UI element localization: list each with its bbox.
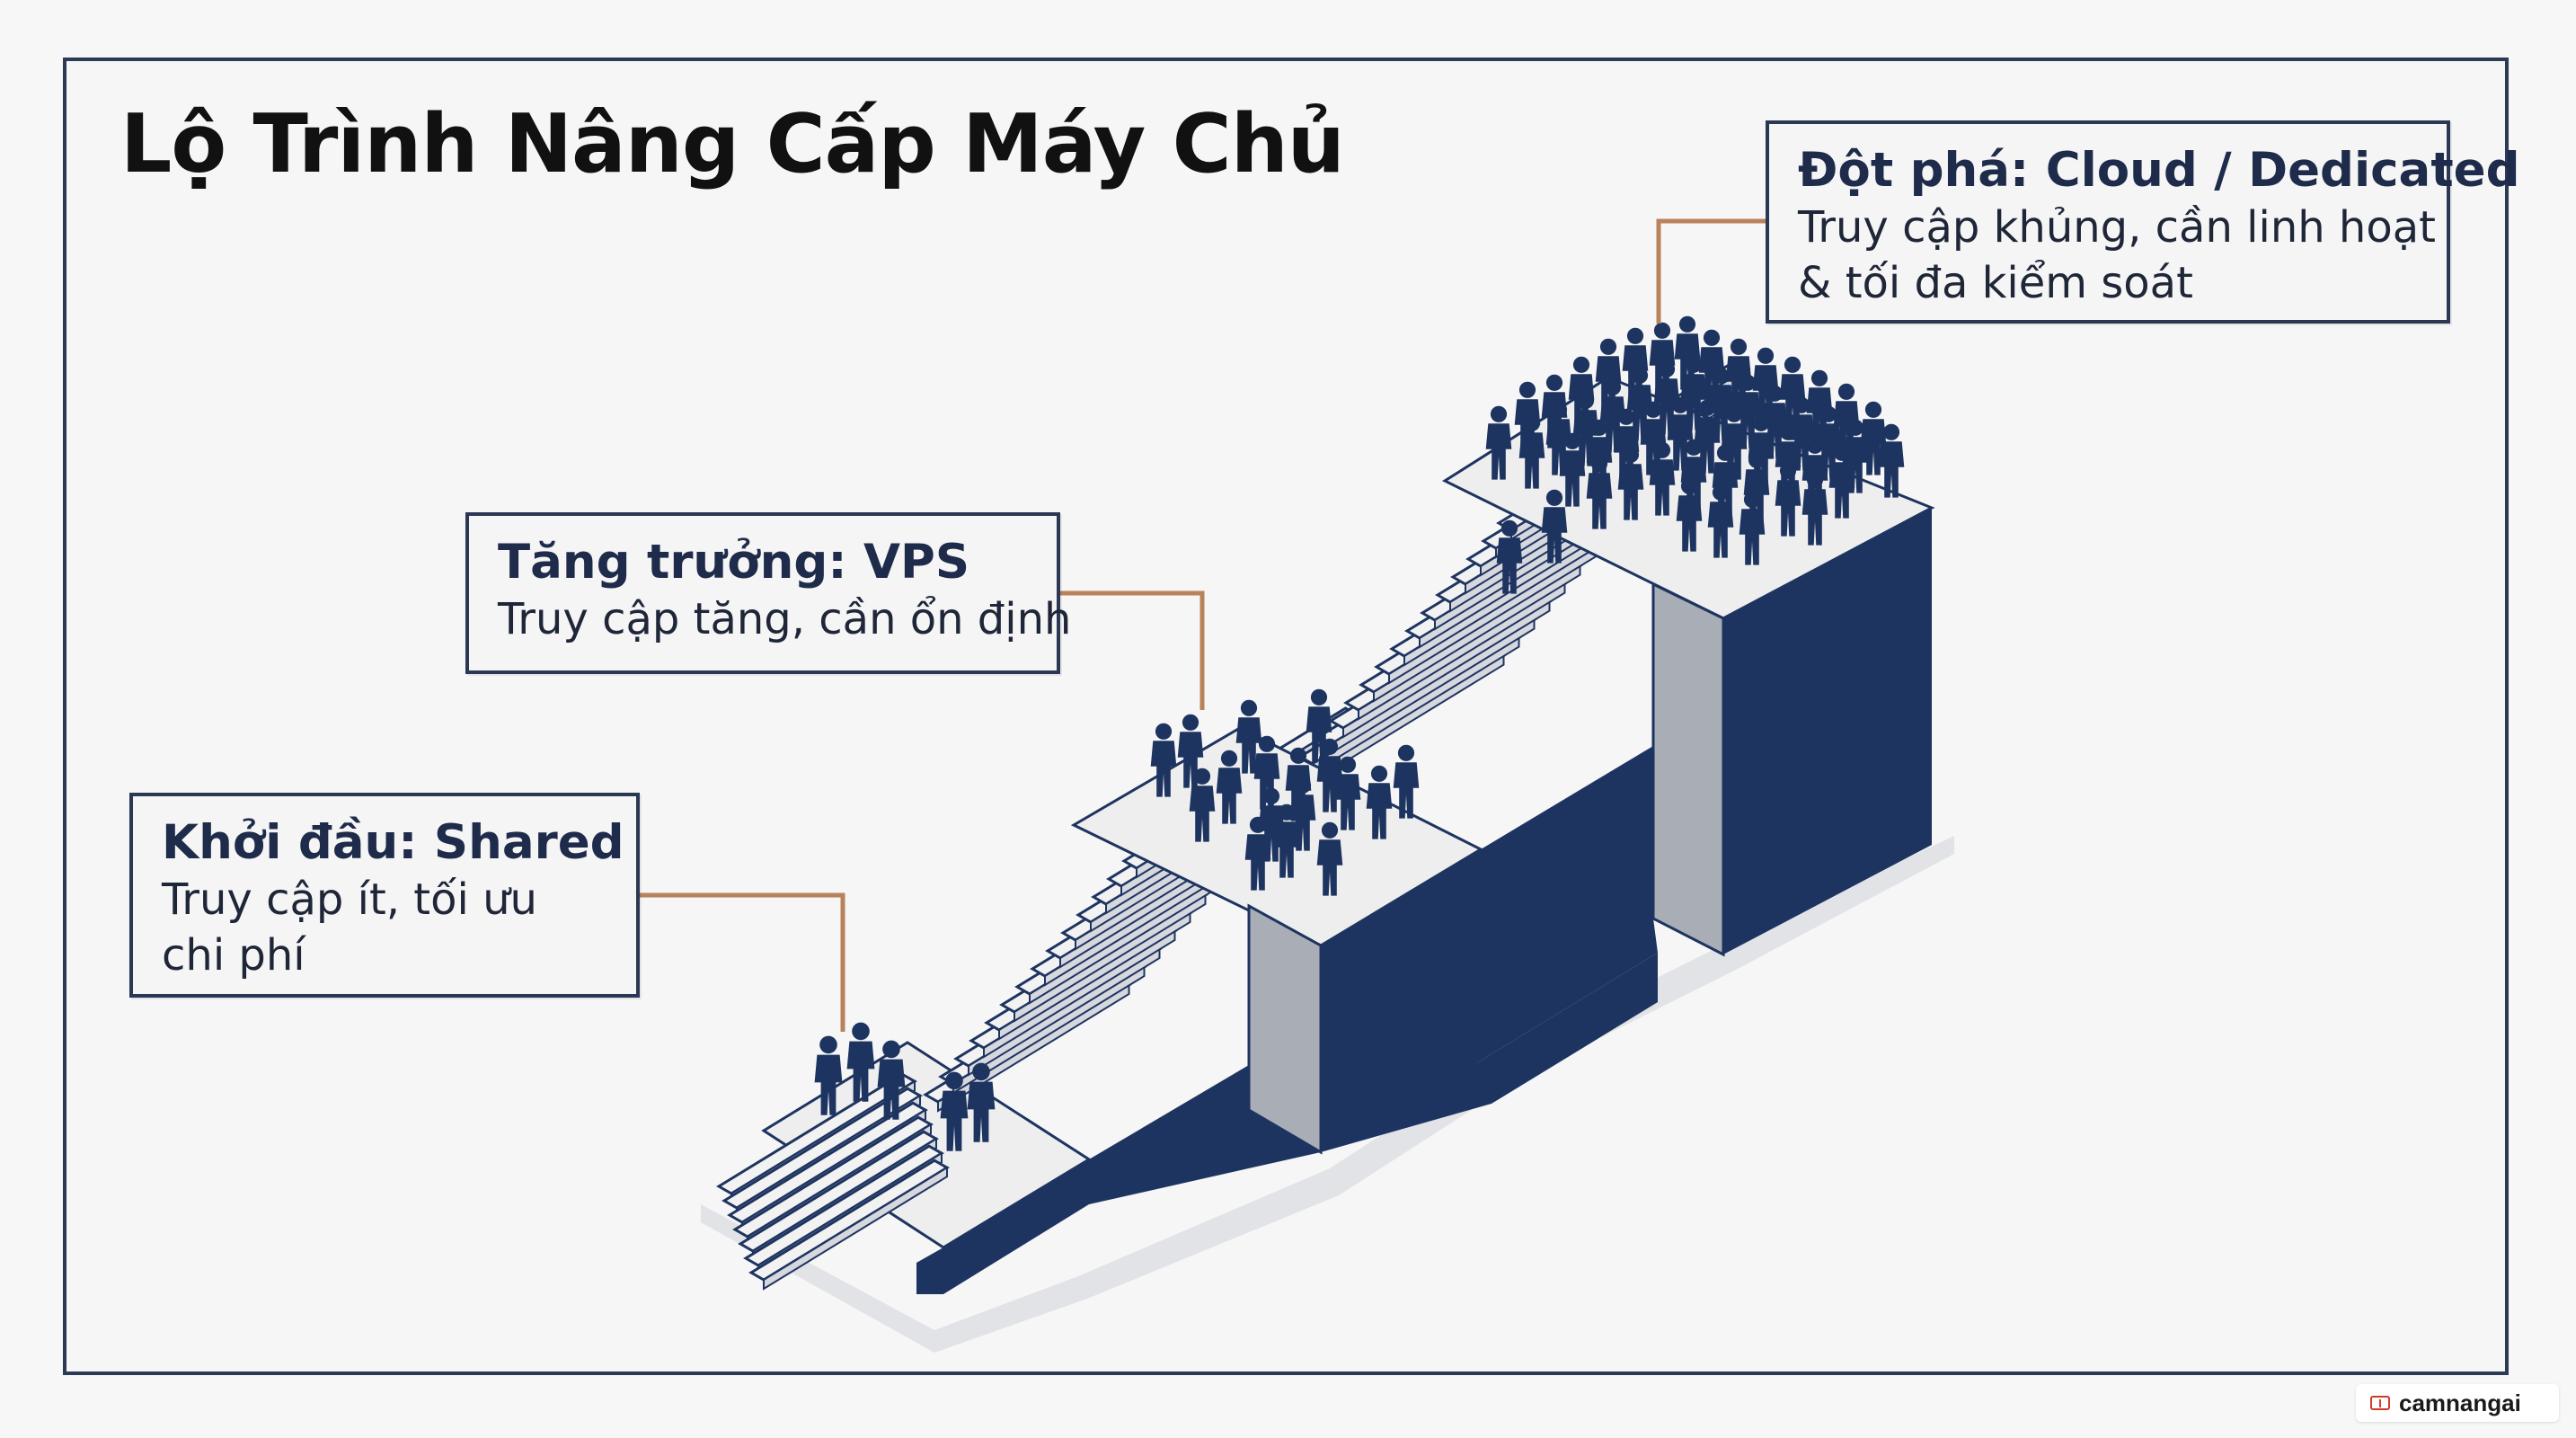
person-silhouette [1273,803,1300,878]
person-silhouette [1334,756,1361,830]
person-silhouette [1541,489,1568,564]
person-silhouette [967,1062,996,1142]
person-silhouette [1496,519,1523,594]
stairs-bottom [716,1072,950,1291]
connector-shared [640,892,845,1032]
person-silhouette [940,1071,969,1151]
person-silhouette [1485,405,1512,480]
callout-vps-text: Truy cập tăng, cần ổn định [498,591,1072,647]
callout-connectors [640,218,1766,1032]
person-silhouette [1649,441,1676,516]
callout-cloud: Đột phá: Cloud / Dedicated Truy cập khủn… [1766,120,2520,324]
page-title: Lộ Trình Nâng Cấp Máy Chủ [120,97,1345,191]
level2-to-3-riser-block [1481,746,1658,1061]
callout-cloud-line: & tối đa kiểm soát [1798,258,2193,308]
person-silhouette [1518,414,1545,489]
level3-gray-face [1651,581,1725,957]
person-silhouette [1878,423,1905,498]
person-silhouette [1801,471,1828,546]
person-silhouette [846,1022,875,1102]
callout-cloud-line: Truy cập khủng, cần linh hoạt [1798,202,2436,253]
level3-front-face [1723,508,1932,954]
person-silhouette [1366,765,1393,839]
callout-cloud-heading: Đột phá: Cloud / Dedicated [1798,143,2520,198]
person-silhouette [1150,723,1177,797]
level1-side-face [916,1247,943,1294]
person-silhouette [1707,484,1734,558]
callout-vps-line: Truy cập tăng, cần ổn định [498,594,1072,644]
person-silhouette [1244,816,1271,891]
callout-cloud-text: Truy cập khủng, cần linh hoạt & tối đa k… [1798,200,2436,311]
level1-front-face [943,1159,1089,1294]
person-silhouette [1559,432,1586,507]
callout-shared-line: chi phí [162,930,305,981]
stair-bottom-riser [763,1166,948,1291]
people-crowd [814,315,1905,1151]
level2-gray-face [1247,903,1323,1155]
staircase-structure [716,359,1935,1294]
callout-vps-heading: Tăng trưởng: VPS [498,535,970,590]
callout-shared-text: Truy cập ít, tối ưu chi phí [162,872,609,983]
person-silhouette [1617,446,1644,520]
level1-riser-block [1089,1065,1321,1204]
callout-shared-heading: Khởi đầu: Shared [162,815,624,870]
person-silhouette [1189,768,1216,842]
connector-vps [1060,590,1205,710]
level2-front-face [1321,849,1481,1152]
level2-lower-block [1321,953,1658,1152]
person-silhouette [877,1040,906,1120]
person-silhouette [1828,444,1855,519]
person-silhouette [1316,821,1343,896]
person-silhouette [1775,462,1801,537]
watermark-label: camnangai [2399,1389,2521,1416]
callout-shared-line: Truy cập ít, tối ưu [162,874,537,925]
callout-vps: Tăng trưởng: VPS Truy cập tăng, cần ổn đ… [465,512,1072,674]
person-silhouette [1667,396,1694,471]
connector-cloud [1656,218,1766,324]
person-silhouette [1739,491,1766,565]
person-silhouette [1586,455,1613,529]
person-silhouette [1393,744,1420,819]
book-icon [2370,1396,2390,1410]
callout-shared: Khởi đầu: Shared Truy cập ít, tối ưu chi… [129,793,640,998]
person-silhouette [1235,699,1262,774]
person-silhouette [1676,477,1703,552]
person-silhouette [1216,750,1243,824]
person-silhouette [814,1035,843,1115]
watermark-badge[interactable]: camnangai [2356,1384,2559,1422]
